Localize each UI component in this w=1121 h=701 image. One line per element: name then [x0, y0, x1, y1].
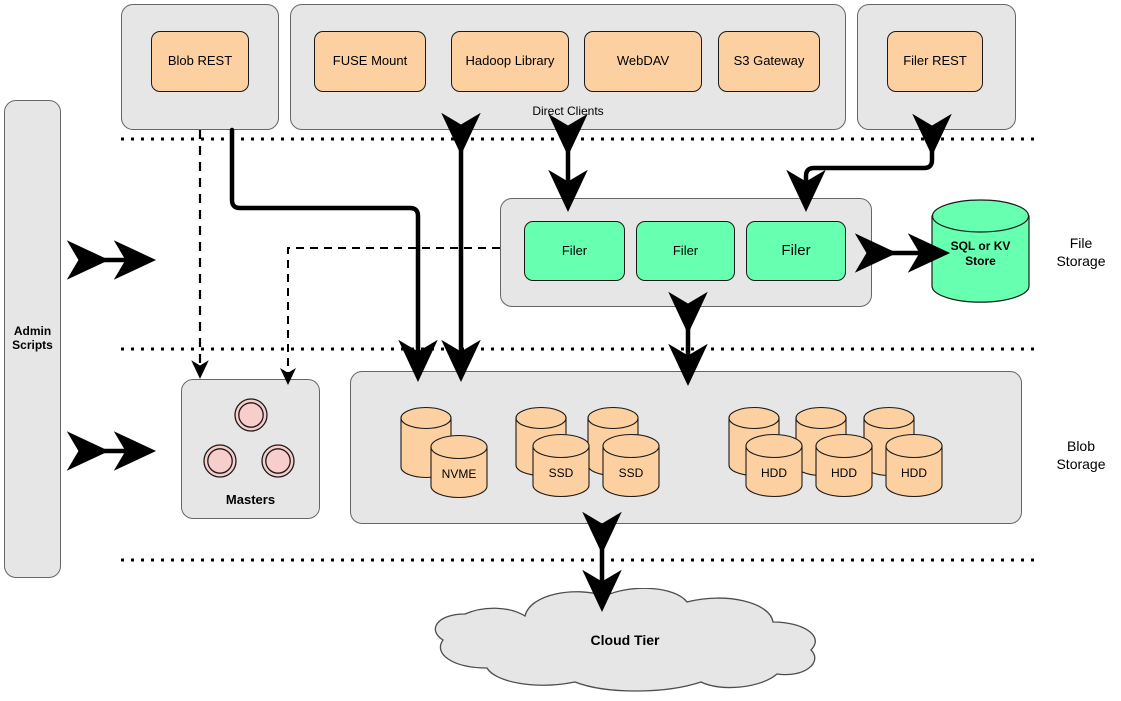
file-storage-side-label: File Storage — [1042, 235, 1120, 270]
store-label-line1: SQL or KV — [950, 239, 1011, 253]
file-storage-line1: File — [1069, 235, 1093, 251]
filer-box-1[interactable]: Filer — [524, 221, 625, 281]
blob-storage-side-label: Blob Storage — [1042, 438, 1120, 473]
blob-storage-group — [350, 371, 1022, 524]
client-box-s3-gateway[interactable]: S3 Gateway — [718, 31, 820, 92]
sql-kv-store-cylinder[interactable]: SQL or KV Store — [931, 199, 1030, 303]
admin-scripts-line1: Admin — [13, 324, 52, 339]
store-label-line2: Store — [965, 254, 996, 268]
filer-box-3[interactable]: Filer — [746, 221, 846, 281]
svg-text:Cloud Tier: Cloud Tier — [591, 632, 661, 648]
file-storage-line2: Storage — [1056, 252, 1106, 269]
blob-storage-line1: Blob — [1066, 438, 1096, 454]
sql-kv-store-label: SQL or KV Store — [931, 239, 1030, 269]
admin-scripts-line2: Scripts — [12, 338, 53, 352]
client-box-fuse-mount[interactable]: FUSE Mount — [314, 31, 426, 92]
admin-scripts-panel[interactable]: Admin Scripts — [4, 100, 61, 578]
client-box-hadoop-library[interactable]: Hadoop Library — [451, 31, 569, 92]
masters-label: Masters — [225, 491, 276, 507]
filer-box-2[interactable]: Filer — [636, 221, 735, 281]
blob-storage-line2: Storage — [1056, 455, 1106, 472]
cloud-tier-shape[interactable]: Cloud Tier — [425, 588, 825, 693]
blob-rest-box[interactable]: Blob REST — [151, 31, 249, 92]
admin-scripts-label: Admin Scripts — [12, 324, 53, 353]
client-box-webdav[interactable]: WebDAV — [584, 31, 702, 92]
direct-clients-caption: Direct Clients — [532, 104, 604, 118]
filer-rest-box[interactable]: Filer REST — [887, 31, 983, 92]
